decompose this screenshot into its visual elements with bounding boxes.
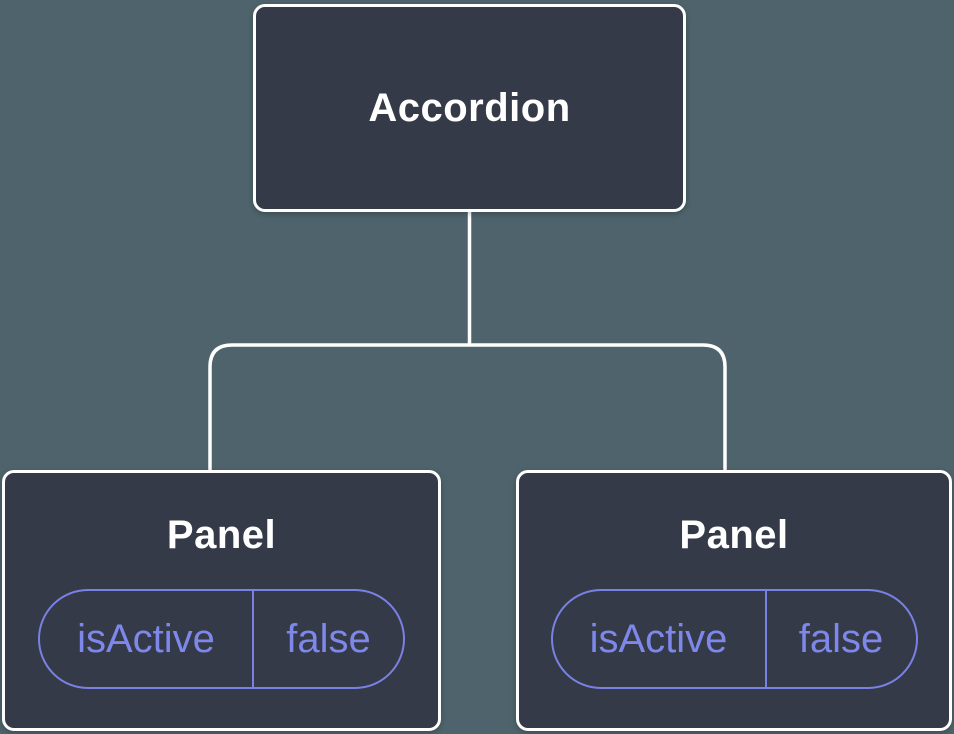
state-key-label: isActive <box>553 591 767 687</box>
panel-node-label: Panel <box>679 513 789 557</box>
panel-node-label: Panel <box>166 513 277 557</box>
state-pill: isActive false <box>550 589 918 689</box>
state-value-label: false <box>798 616 884 661</box>
state-value-label: false <box>286 616 371 661</box>
connector-branch-bracket <box>208 343 727 472</box>
accordion-node: Accordion <box>253 4 686 212</box>
panel-node-left: Panel isActive false <box>2 470 441 731</box>
state-pill: isActive false <box>38 589 405 689</box>
state-key-label: isActive <box>40 591 254 687</box>
panel-node-right: Panel isActive false <box>516 470 952 731</box>
accordion-node-label: Accordion <box>368 86 571 130</box>
